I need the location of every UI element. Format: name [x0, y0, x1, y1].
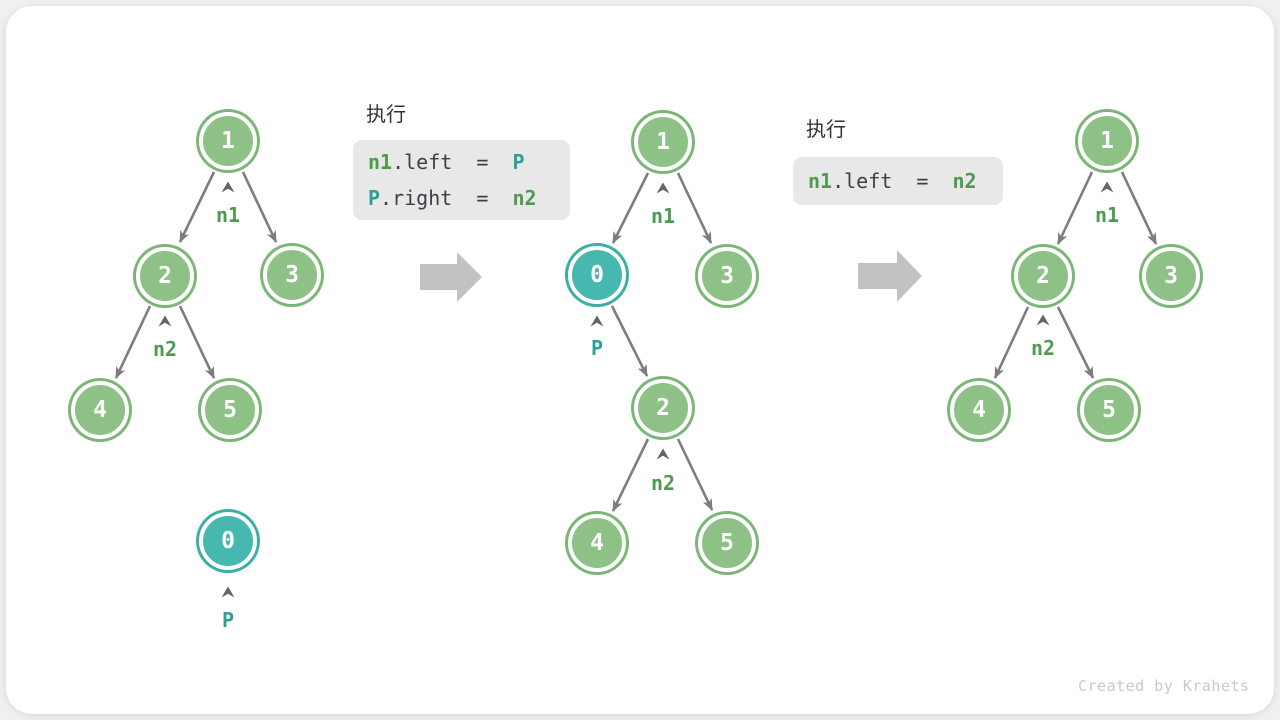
code-token-n2: n2 [512, 186, 537, 210]
node-value: 1 [656, 129, 670, 155]
pointer-caret-icon [656, 182, 670, 194]
tree-mid-node-3: 3 [698, 247, 756, 305]
code-token: .left = [832, 169, 953, 193]
code-token: .right = [380, 186, 513, 210]
pointer-label-n1: n1 [650, 204, 676, 228]
code-line: P.right = n2 [368, 180, 555, 216]
node-value: 4 [972, 397, 986, 423]
pointer-caret-icon [590, 315, 604, 327]
step2-caption: 执行 [806, 117, 846, 141]
step-arrow-icon [858, 250, 922, 302]
tree-initial-edges [114, 171, 278, 379]
pointer-caret-icon [1036, 314, 1050, 326]
node-value: 5 [1102, 397, 1116, 423]
code-line: n1.left = n2 [808, 161, 988, 201]
pointer-label-p: P [590, 336, 604, 360]
tree-mid-node-5: 5 [698, 514, 756, 572]
pointer-caret-icon [221, 181, 235, 193]
node-value: 1 [221, 128, 235, 154]
tree-final-node-3: 3 [1142, 247, 1200, 305]
tree-mid-node-4: 4 [568, 514, 626, 572]
pointer-label-n2: n2 [650, 471, 676, 495]
step2-code-block: n1.left = n2 [793, 157, 1003, 205]
tree-initial-node-5: 5 [201, 381, 259, 439]
code-line: n1.left = P [368, 144, 555, 180]
tree-mid-node-0: 0 [568, 246, 626, 304]
tree-final-node-1: 1 [1078, 112, 1136, 170]
pointer-label-n2: n2 [152, 337, 178, 361]
watermark-credit: Created by Krahets [1078, 677, 1250, 695]
code-token: .left = [392, 150, 513, 174]
node-value: 0 [590, 262, 604, 288]
tree-mid-edges [610, 172, 714, 512]
node-value: 2 [656, 395, 670, 421]
node-value: 4 [590, 530, 604, 556]
tree-initial-node-1: 1 [199, 112, 257, 170]
step1-code-block: n1.left = P P.right = n2 [353, 140, 570, 220]
step-arrow-icon [420, 252, 482, 302]
pointer-label-n1: n1 [215, 203, 241, 227]
node-value: 5 [223, 397, 237, 423]
pointer-label-n1: n1 [1094, 203, 1120, 227]
tree-final-edges [993, 171, 1158, 379]
tree-initial-node-4: 4 [71, 381, 129, 439]
pointer-caret-icon [221, 586, 235, 598]
code-token-p: P [368, 186, 381, 210]
node-value: 1 [1100, 128, 1114, 154]
node-value: 3 [285, 262, 299, 288]
code-token-n1: n1 [368, 150, 393, 174]
tree-final-node-2: 2 [1014, 247, 1072, 305]
node-value: 2 [158, 263, 172, 289]
node-value: 3 [720, 263, 734, 289]
tree-mid-node-1: 1 [634, 113, 692, 171]
tree-final-node-5: 5 [1080, 381, 1138, 439]
code-token-p: P [512, 150, 525, 174]
step1-caption: 执行 [366, 102, 406, 126]
tree-initial-node-2: 2 [136, 247, 194, 305]
tree-initial-node-3: 3 [263, 246, 321, 304]
tree-final-node-4: 4 [950, 381, 1008, 439]
code-token-n1: n1 [808, 169, 833, 193]
code-token-n2: n2 [952, 169, 977, 193]
pointer-caret-icon [1100, 181, 1114, 193]
node-value: 2 [1036, 263, 1050, 289]
tree-initial-node-0: 0 [199, 512, 257, 570]
pointer-label-p: P [221, 608, 235, 632]
node-value: 5 [720, 530, 734, 556]
pointer-caret-icon [158, 315, 172, 327]
tree-mid-node-2: 2 [634, 379, 692, 437]
pointer-label-n2: n2 [1030, 336, 1056, 360]
node-value: 4 [93, 397, 107, 423]
node-value: 3 [1164, 263, 1178, 289]
pointer-caret-icon [656, 448, 670, 460]
node-value: 0 [221, 528, 235, 554]
